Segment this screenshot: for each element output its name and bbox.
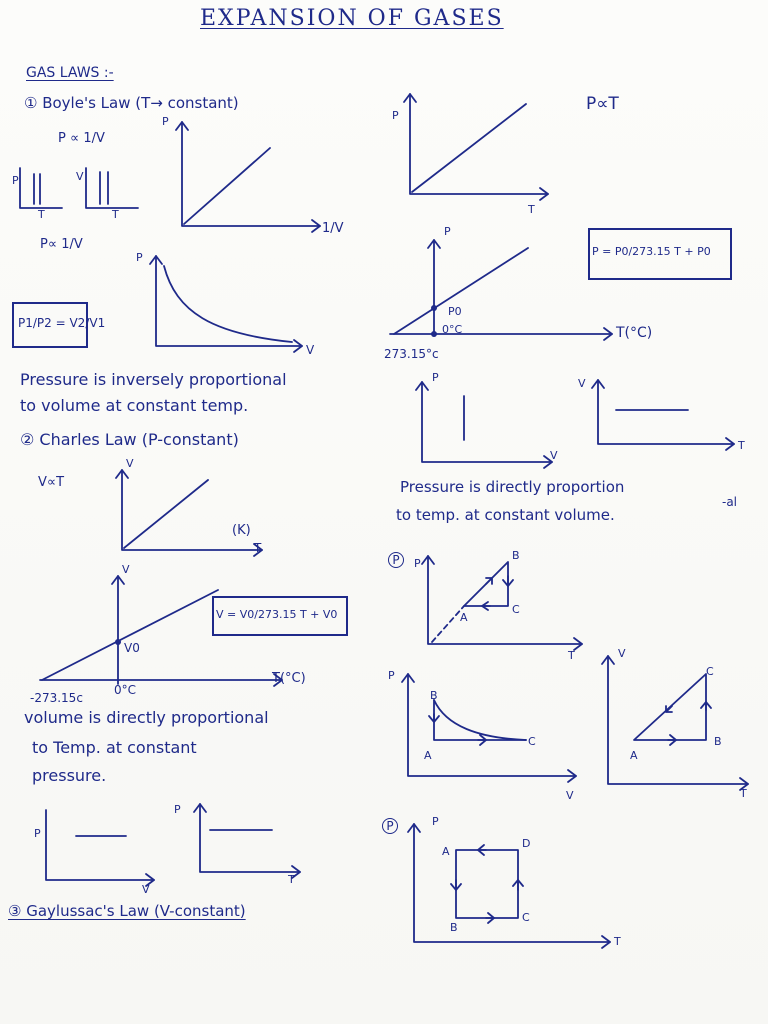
charles-zero-c: 0°C — [114, 683, 137, 697]
cycle-4-label-c: C — [522, 911, 530, 924]
cycle-4-label-d: D — [522, 837, 531, 850]
gaylussac-axis-v: V — [550, 449, 558, 462]
gaylussac-axis-t-2: T — [738, 439, 745, 452]
boyle-relation: P ∝ 1/V — [58, 131, 105, 146]
gaylussac-axis-t: T — [528, 203, 535, 216]
cycle-4-label-b: B — [450, 921, 458, 934]
boyle-statement-1: Pressure is inversely proportional — [20, 370, 287, 389]
boyle-ratio-box — [12, 302, 88, 348]
gaylussac-zero-c: 0°C — [442, 323, 463, 336]
gaylussac-statement-suffix: -al — [722, 495, 738, 509]
gaylussac-abs-zero: 273.15°c — [384, 347, 439, 361]
gaylussac-p-vs-t-graph — [403, 93, 549, 201]
gaylussac-relation: P∝T — [586, 94, 619, 114]
gaylussac-formula-box — [588, 228, 732, 280]
cycle-1-axis-p: P — [414, 557, 421, 570]
boyle-heading: ① Boyle's Law (T→ constant) — [24, 94, 239, 112]
cycle-2-axis-v: V — [566, 789, 574, 802]
cycle-1-label-b: B — [512, 549, 520, 562]
gaylussac-statement-2: to temp. at constant volume. — [396, 506, 615, 524]
page-title: EXPANSION OF GASES — [200, 6, 504, 31]
gaylussac-axis-v-2: V — [578, 377, 586, 390]
charles-abs-zero: -273.15c — [30, 691, 83, 705]
charles-v-vs-tc-graph — [39, 575, 283, 687]
charles-v0: V0 — [124, 641, 140, 655]
gaylussac-statement-1: Pressure is directly proportion — [400, 478, 625, 496]
cycle-2-label-b: B — [430, 689, 438, 702]
cycle-1-axis-t: T — [568, 649, 575, 662]
cycle-3-vt-graph — [601, 655, 749, 791]
charles-axis-p: P — [34, 827, 41, 840]
gaylussac-axis-tc: T(°C) — [616, 325, 653, 341]
boyle-mini-graphs: P T V T — [12, 167, 139, 221]
gaylussac-p-vs-tc-graph — [389, 239, 613, 341]
gaylussac-axis-p-3: P — [432, 371, 439, 384]
charles-statement-1: volume is directly proportional — [24, 708, 269, 727]
charles-formula: V = V0/273.15 T + V0 — [216, 608, 338, 621]
charles-formula-box — [212, 596, 348, 636]
cycle-4-axis-p: P — [432, 815, 439, 828]
charles-v-vs-t-graph — [115, 469, 263, 557]
boyle-ratio: P1/P2 = V2/V1 — [18, 316, 106, 330]
gaylussac-axis-p: P — [392, 109, 399, 122]
gaylussac-heading: ③ Gaylussac's Law (V-constant) — [8, 902, 246, 920]
boyle-axis-p-2: P — [136, 251, 143, 264]
gaylussac-p0: P0 — [448, 305, 462, 318]
charles-unit-k: (K) — [232, 523, 251, 538]
cycle-3-label-c: C — [706, 665, 714, 678]
boyle-p-vs-v-graph — [149, 255, 303, 353]
charles-p-vs-t-graph — [193, 803, 301, 879]
boyle-relation-2: P∝ 1/V — [40, 237, 83, 252]
cycle-4-label-a: A — [442, 845, 450, 858]
charles-relation: V∝T — [38, 475, 65, 490]
charles-axis-v-2: V — [122, 563, 130, 576]
charles-axis-v-3: V — [142, 883, 150, 896]
cycle-3-label-b: B — [714, 735, 722, 748]
boyle-axis-p: P — [162, 115, 169, 128]
charles-heading: ② Charles Law (P-constant) — [20, 430, 239, 449]
gaylussac-axis-p-2: P — [444, 225, 451, 238]
cycle-1-label-c: C — [512, 603, 520, 616]
boyle-axis-inverse-v: 1/V — [322, 221, 344, 236]
cycle-3-axis-v: V — [618, 647, 626, 660]
cycle-3-axis-t: T — [740, 787, 747, 800]
charles-statement-3: pressure. — [32, 766, 107, 785]
svg-text:V: V — [76, 170, 84, 183]
cycle-3-label-a: A — [630, 749, 638, 762]
gaylussac-formula: P = P0/273.15 T + P0 — [592, 245, 711, 258]
cycle-4-pt-graph — [407, 823, 611, 949]
cycle-2-label-a: A — [424, 749, 432, 762]
gas-laws-heading: GAS LAWS :- — [26, 65, 114, 81]
charles-axis-tc: T(°C) — [272, 671, 306, 686]
charles-axis-t: T — [254, 541, 262, 555]
boyle-axis-v: V — [306, 343, 315, 357]
cycle-1-label-a: A — [460, 611, 468, 624]
svg-text:T: T — [111, 208, 119, 221]
gaylussac-p-vs-v-graph — [415, 381, 553, 469]
cycle-4-axis-t: T — [614, 935, 621, 948]
cycle-2-label-c: C — [528, 735, 536, 748]
cycle-2-axis-p: P — [388, 669, 395, 682]
svg-text:T: T — [37, 208, 45, 221]
cycle-1-pt-graph — [421, 555, 583, 651]
charles-statement-2: to Temp. at constant — [32, 738, 197, 757]
charles-axis-t-2: T — [288, 873, 295, 886]
cycle-2-pv-graph — [401, 673, 577, 783]
cycle-4-marker: P — [382, 818, 398, 834]
cycle-1-marker: P — [388, 552, 404, 568]
charles-p-vs-v-graph — [45, 809, 155, 887]
svg-text:P: P — [12, 174, 19, 187]
boyle-statement-2: to volume at constant temp. — [20, 396, 249, 415]
gaylussac-v-vs-t-graph — [591, 379, 735, 451]
charles-axis-p-2: P — [174, 803, 181, 816]
charles-axis-v: V — [126, 457, 134, 470]
boyle-p-vs-inverse-v-graph — [175, 121, 321, 233]
